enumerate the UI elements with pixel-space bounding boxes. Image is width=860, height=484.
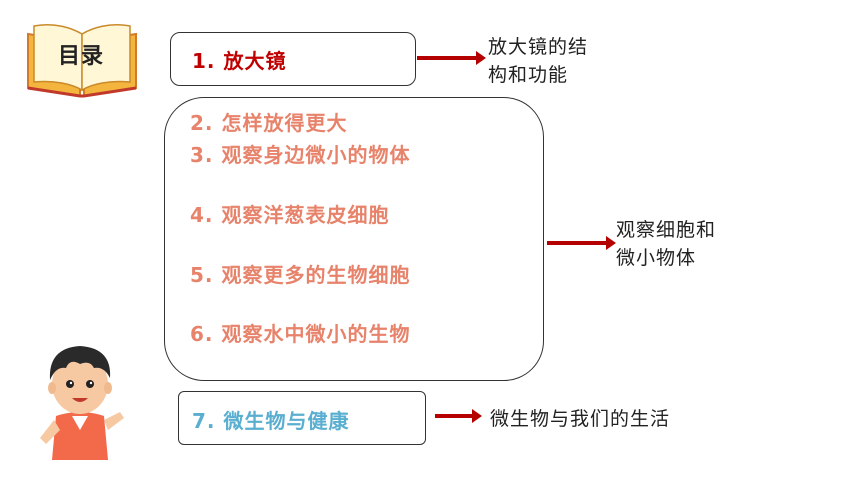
note-1: 放大镜的结 构和功能 xyxy=(488,33,588,89)
note-1-line-2: 构和功能 xyxy=(488,64,569,86)
toc-item-5[interactable]: 5. 观察更多的生物细胞 xyxy=(190,263,411,287)
note-3: 微生物与我们的生活 xyxy=(490,408,671,430)
toc-item-4[interactable]: 4. 观察洋葱表皮细胞 xyxy=(190,203,390,227)
arrow-3 xyxy=(435,409,482,423)
toc-item-1[interactable]: 1. 放大镜 xyxy=(192,49,287,73)
open-book-icon xyxy=(24,20,140,100)
items-group-box xyxy=(164,97,544,381)
toc-item-3[interactable]: 3. 观察身边微小的物体 xyxy=(190,143,411,167)
item-1-box xyxy=(170,32,416,86)
cartoon-boy-icon xyxy=(34,338,126,460)
toc-item-2[interactable]: 2. 怎样放得更大 xyxy=(190,111,348,135)
note-2-line-1: 观察细胞和 xyxy=(616,219,717,241)
item-7-box xyxy=(178,391,426,445)
note-2: 观察细胞和 微小物体 xyxy=(616,216,716,272)
note-2-line-2: 微小物体 xyxy=(616,247,697,269)
page-title: 目录 xyxy=(58,44,105,69)
toc-item-7[interactable]: 7. 微生物与健康 xyxy=(192,409,350,433)
arrow-2 xyxy=(547,236,616,250)
arrow-1 xyxy=(417,51,486,65)
toc-item-6[interactable]: 6. 观察水中微小的生物 xyxy=(190,322,411,346)
note-1-line-1: 放大镜的结 xyxy=(488,36,589,58)
